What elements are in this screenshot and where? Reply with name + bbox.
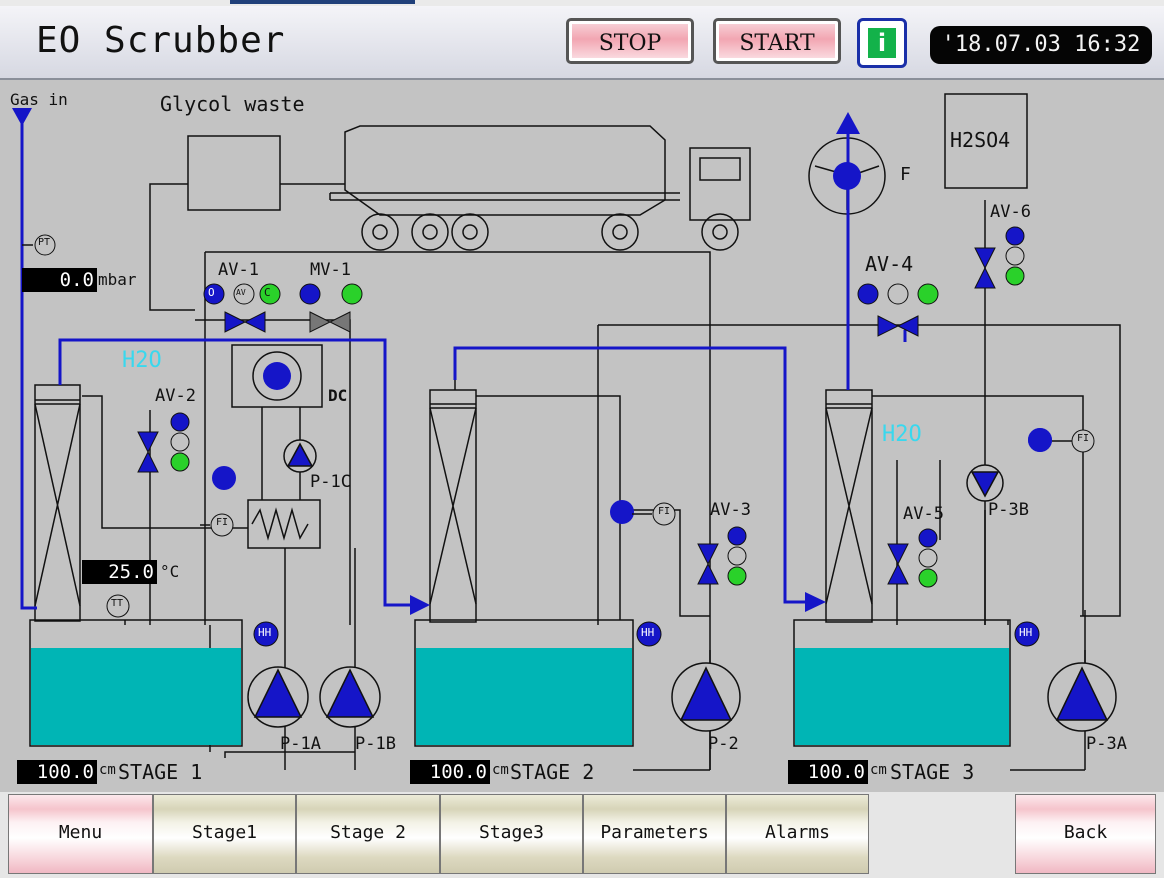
pump-p1c-label: P-1C (310, 472, 351, 492)
valve-mv1-label: MV-1 (310, 260, 351, 280)
pump-p3b-label: P-3B (988, 500, 1029, 520)
top-accent (230, 0, 415, 4)
valve-av2-label: AV-2 (155, 386, 196, 406)
stage1-button[interactable]: Stage1 (153, 794, 296, 874)
stage1-level: 100.0 (17, 760, 97, 784)
h2so4-label: H2SO4 (950, 128, 1011, 152)
valve-av5-label: AV-5 (903, 504, 944, 524)
pump-p3a-label: P-3A (1086, 734, 1127, 754)
stage3-button[interactable]: Stage3 (440, 794, 583, 874)
back-button[interactable]: Back (1015, 794, 1156, 874)
stage2-unit: cm (492, 762, 509, 778)
temp-value: 25.0 (82, 560, 157, 584)
h2o-label-2: H2O (882, 422, 922, 447)
info-icon: i (868, 28, 896, 58)
valve-av1-close-indicator: C (264, 286, 271, 299)
alarms-button[interactable]: Alarms (726, 794, 869, 874)
pressure-value: 0.0 (22, 268, 97, 292)
pump-p1a-label: P-1A (280, 734, 321, 754)
pump-p1b-label: P-1B (355, 734, 396, 754)
valve-av1-open-indicator: O (208, 286, 215, 299)
flow-tag-1: FI (216, 517, 229, 528)
bottom-nav: Menu Stage1 Stage 2 Stage3 Parameters Al… (0, 792, 1164, 878)
flow-tag-2: FI (658, 506, 671, 517)
stage1-unit: cm (99, 762, 116, 778)
pressure-unit: mbar (98, 270, 137, 289)
glycol-waste-label: Glycol waste (160, 92, 305, 116)
pressure-tag: PT (38, 237, 51, 248)
info-button[interactable]: i (857, 18, 907, 68)
flow-tag-3: FI (1077, 433, 1090, 444)
dc-label: DC (328, 386, 348, 405)
header-bar: EO Scrubber STOP START i '18.07.03 16:32 (0, 6, 1164, 80)
valve-av4-label: AV-4 (865, 252, 914, 276)
h2o-label-1: H2O (122, 348, 162, 373)
stage3-level: 100.0 (788, 760, 868, 784)
valve-av1-mode-indicator: AV (236, 288, 246, 297)
stage3-unit: cm (870, 762, 887, 778)
parameters-button[interactable]: Parameters (583, 794, 726, 874)
process-diagram: Gas in Glycol waste H2SO4 F DC H2O H2O P… (0, 80, 1164, 792)
top-strip (0, 0, 1164, 6)
process-lines (12, 93, 1121, 771)
valve-av1-label: AV-1 (218, 260, 259, 280)
valve-av3-label: AV-3 (710, 500, 751, 520)
stage2-label: STAGE 2 (510, 760, 595, 784)
stop-button[interactable]: STOP (566, 18, 694, 64)
temp-unit: °C (160, 562, 180, 581)
level-alarm-2: HH (641, 626, 655, 639)
stage3-label: STAGE 3 (890, 760, 975, 784)
valve-av6-label: AV-6 (990, 202, 1031, 222)
stage1-label: STAGE 1 (118, 760, 203, 784)
pump-p2-label: P-2 (708, 734, 739, 754)
level-alarm-3: HH (1019, 626, 1033, 639)
temp-tag: TT (111, 598, 124, 609)
datetime-display: '18.07.03 16:32 (930, 26, 1152, 64)
stage2-level: 100.0 (410, 760, 490, 784)
start-button[interactable]: START (713, 18, 841, 64)
menu-button[interactable]: Menu (8, 794, 153, 874)
gas-in-label: Gas in (10, 90, 68, 109)
page-title: EO Scrubber (36, 20, 286, 61)
stage2-button[interactable]: Stage 2 (296, 794, 440, 874)
fan-label: F (900, 164, 911, 185)
level-alarm-1: HH (258, 626, 272, 639)
